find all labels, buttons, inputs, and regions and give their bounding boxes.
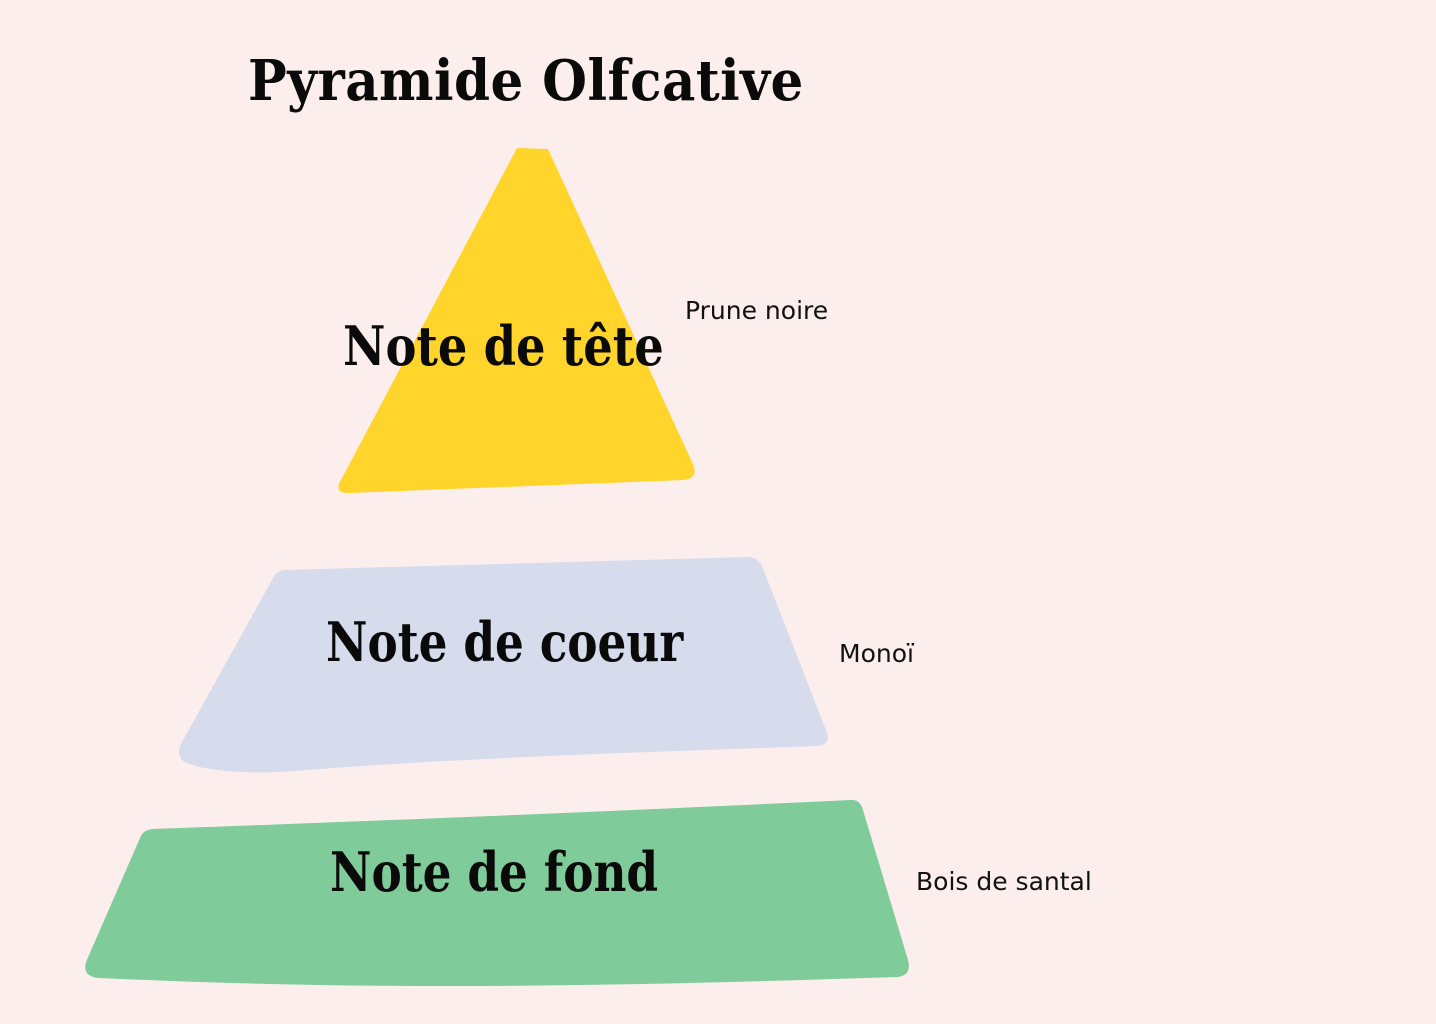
heart-note-trapezoid bbox=[179, 557, 828, 773]
base-note-trapezoid bbox=[85, 799, 909, 987]
top-note-triangle bbox=[338, 148, 695, 494]
base-note-ingredient: Bois de santal bbox=[916, 867, 1092, 896]
heart-note-label: Note de coeur bbox=[326, 610, 684, 674]
top-note-label: Note de tête bbox=[343, 314, 664, 378]
page-title: Pyramide Olfcative bbox=[248, 48, 804, 114]
base-note-label: Note de fond bbox=[330, 840, 659, 904]
top-note-ingredient: Prune noire bbox=[685, 296, 829, 325]
heart-note-ingredient: Monoï bbox=[839, 639, 914, 668]
